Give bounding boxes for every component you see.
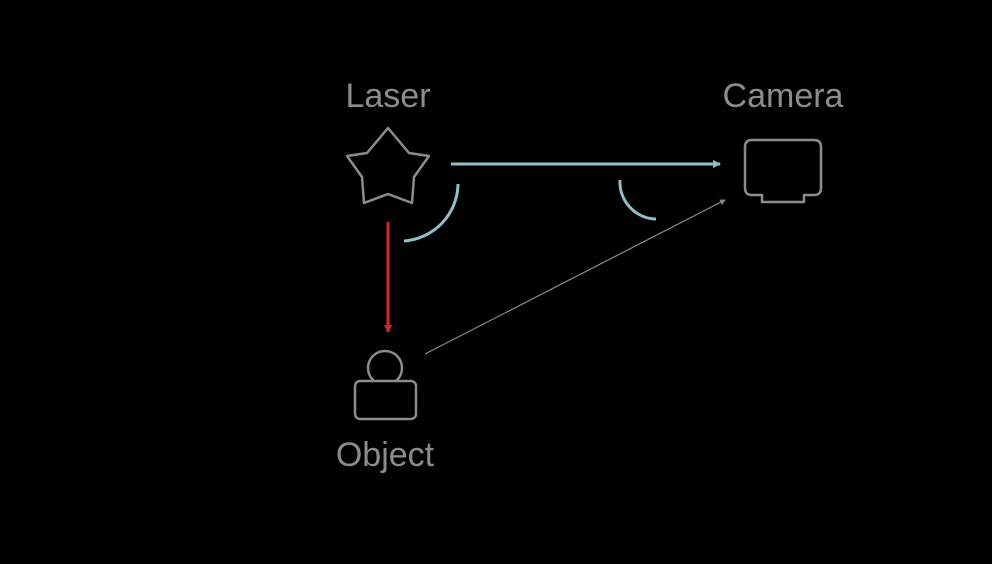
camera-label: Camera [723,77,844,115]
star-icon [345,126,431,205]
object-to-camera-arrow [424,199,726,355]
laser-node: Laser [345,77,431,205]
camera-node: Camera [723,77,844,204]
laser-angle-arc [403,183,460,243]
object-node: Object [336,349,435,474]
laser-label: Laser [345,77,430,115]
camera-angle-arc [618,179,657,221]
object-label: Object [336,436,435,474]
camera-icon [743,138,823,204]
person-icon [353,349,418,421]
